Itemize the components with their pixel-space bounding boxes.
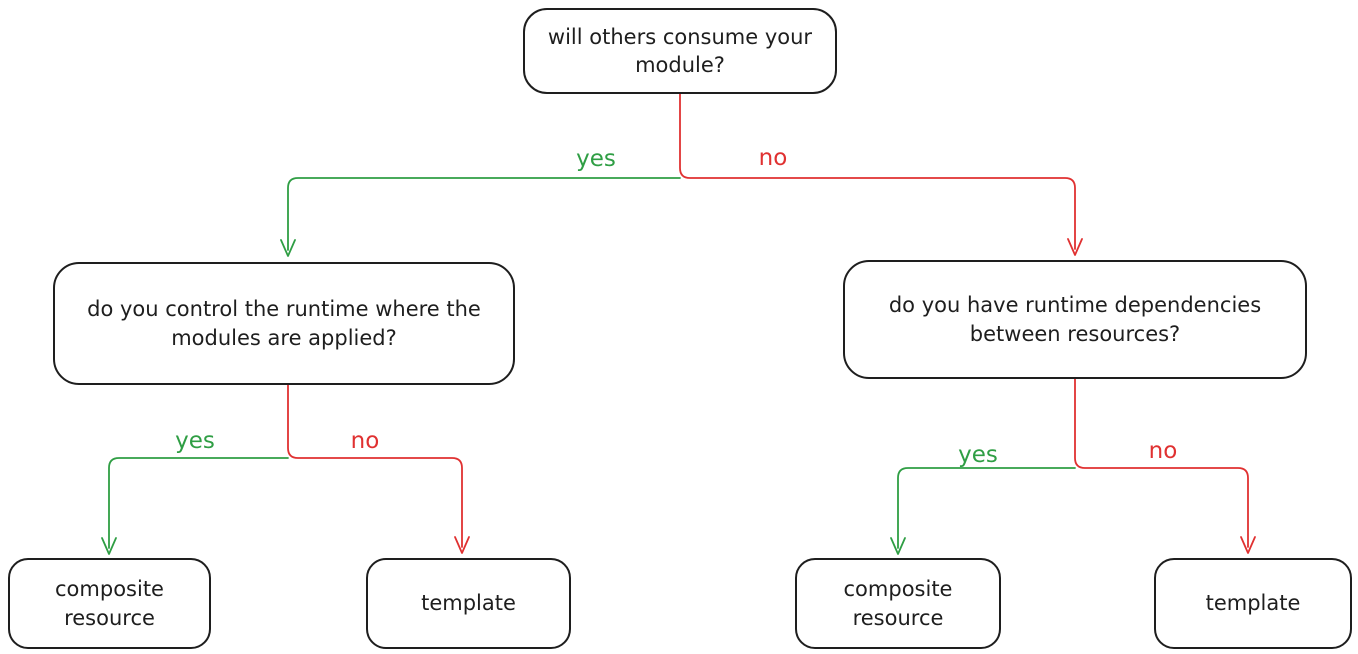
edge-left-yes <box>108 457 289 549</box>
edge-label-left-yes: yes <box>175 428 215 454</box>
node-composite-resource-right: composite resource <box>795 558 1001 649</box>
edge-left-yes-arrowhead <box>101 537 117 555</box>
node-right-question: do you have runtime dependencies between… <box>843 260 1307 379</box>
edge-label-right-yes: yes <box>958 442 998 468</box>
node-right-question-label: do you have runtime dependencies between… <box>888 293 1262 346</box>
edge-left-no <box>287 384 463 548</box>
node-composite-resource-left-label: composite resource <box>55 577 164 630</box>
edge-root-yes <box>287 177 681 251</box>
node-template-left: template <box>366 558 571 649</box>
node-root-question-label: will others consume your module? <box>547 24 813 77</box>
edge-left-no-arrowhead <box>454 536 470 554</box>
edge-root-no-arrowhead <box>1067 238 1083 256</box>
edge-right-no-arrowhead <box>1240 536 1256 554</box>
edge-right-no <box>1074 378 1249 548</box>
node-left-question: do you control the runtime where the mod… <box>53 262 515 385</box>
node-template-left-label: template <box>421 591 516 616</box>
node-template-right: template <box>1154 558 1352 649</box>
edge-label-left-no: no <box>350 428 380 454</box>
edge-label-right-no: no <box>1148 438 1178 464</box>
node-composite-resource-right-label: composite resource <box>843 577 953 630</box>
node-root-question: will others consume your module? <box>523 8 837 94</box>
edge-right-yes <box>897 467 1076 549</box>
edge-label-root-yes: yes <box>576 146 616 172</box>
edge-root-yes-arrowhead <box>280 239 296 257</box>
edge-label-root-no: no <box>758 145 788 171</box>
node-left-question-label: do you control the runtime where the mod… <box>87 297 481 350</box>
edge-right-yes-arrowhead <box>890 537 906 555</box>
node-composite-resource-left: composite resource <box>8 558 211 649</box>
node-template-right-label: template <box>1205 591 1301 616</box>
edge-root-no <box>679 92 1076 250</box>
